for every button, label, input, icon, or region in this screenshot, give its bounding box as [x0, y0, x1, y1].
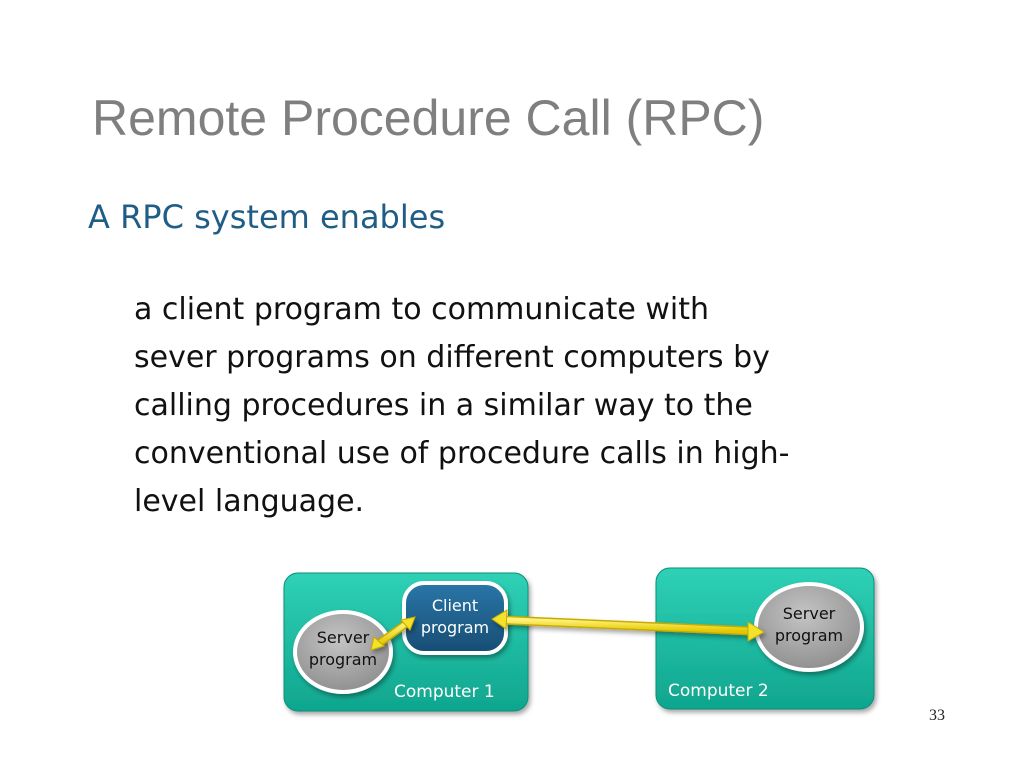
- client-program-label: Client program: [420, 596, 490, 637]
- rpc-diagram-graphic: [283, 567, 875, 712]
- slide-title: Remote Procedure Call (RPC): [92, 90, 765, 146]
- rpc-diagram: Client program Server program Server pro…: [270, 555, 890, 725]
- body-line: sever programs on different computers by: [134, 340, 770, 375]
- arrow-client-server2: [491, 609, 765, 642]
- slide-subtitle: A RPC system enables: [88, 198, 446, 236]
- computer-2-label: Computer 2: [668, 681, 769, 701]
- server-1-label: Server program: [308, 628, 378, 669]
- server-2-label: Server program: [774, 604, 844, 645]
- body-paragraph: a client program to communicate with sev…: [134, 286, 954, 526]
- body-line: level language.: [134, 484, 365, 519]
- body-line: a client program to communicate with: [134, 292, 710, 327]
- body-line: calling procedures in a similar way to t…: [134, 388, 753, 423]
- arrow-client-server1: [370, 616, 416, 651]
- body-line: conventional use of procedure calls in h…: [134, 436, 790, 471]
- computer-1-label: Computer 1: [394, 682, 495, 702]
- page-number: 33: [929, 707, 945, 724]
- server-1-ellipse: [293, 610, 393, 694]
